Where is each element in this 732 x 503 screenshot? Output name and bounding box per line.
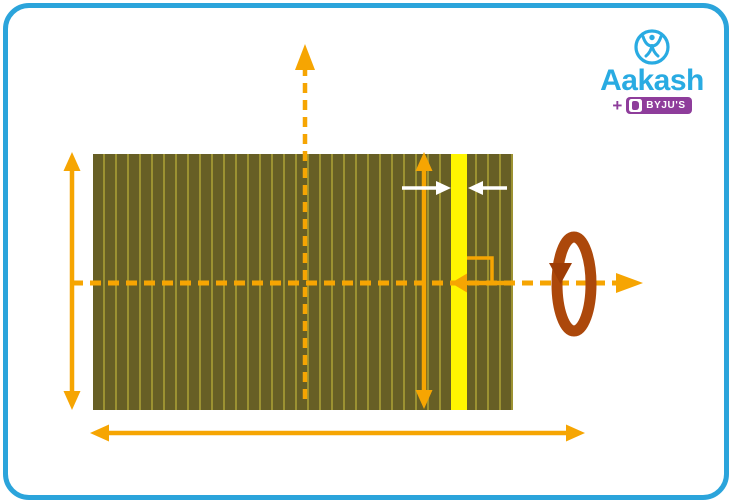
strip-width-right-head-icon xyxy=(468,181,483,195)
rounded-border-frame xyxy=(3,3,729,500)
logo-badge-row: + BYJU'S xyxy=(590,97,714,114)
width-arrow-left-head-icon xyxy=(90,424,109,442)
strip-length-bottom-head-icon xyxy=(415,390,433,409)
rotation-axis-arrowhead-icon xyxy=(616,273,643,293)
double-headed-strip-length-arrow xyxy=(415,152,433,409)
byjus-badge-label: BYJU'S xyxy=(646,100,686,111)
byjus-app-icon xyxy=(629,99,643,112)
right-angle-mark xyxy=(467,256,494,282)
strip-length-top-head-icon xyxy=(415,152,433,171)
distance-pointer-head-icon xyxy=(451,273,467,293)
vertical-axis-arrowhead-icon xyxy=(295,44,315,70)
strip-width-left-head-icon xyxy=(436,181,451,195)
height-arrow-bottom-head-icon xyxy=(63,391,81,410)
double-headed-height-arrow xyxy=(63,152,81,410)
white-strip-width-arrows xyxy=(402,181,507,195)
rotation-ellipse xyxy=(551,231,597,337)
height-arrow-top-head-icon xyxy=(63,152,81,171)
byjus-badge: BYJU'S xyxy=(626,97,692,114)
aakash-person-icon xyxy=(634,29,670,65)
aakash-byjus-logo: Aakash + BYJU'S xyxy=(590,27,714,114)
logo-plus-sign: + xyxy=(612,96,623,115)
dashed-vertical-axis-arrow xyxy=(295,44,315,406)
rotation-arrowhead-icon xyxy=(549,263,572,284)
double-headed-width-arrow xyxy=(90,424,585,442)
logo-brand-text: Aakash xyxy=(600,64,704,97)
rotation-direction-ellipse-arrow xyxy=(549,231,597,337)
width-arrow-right-head-icon xyxy=(566,424,585,442)
left-arrow-on-rotation-axis xyxy=(451,273,511,293)
dashed-horizontal-rotation-axis-arrow xyxy=(72,273,643,293)
